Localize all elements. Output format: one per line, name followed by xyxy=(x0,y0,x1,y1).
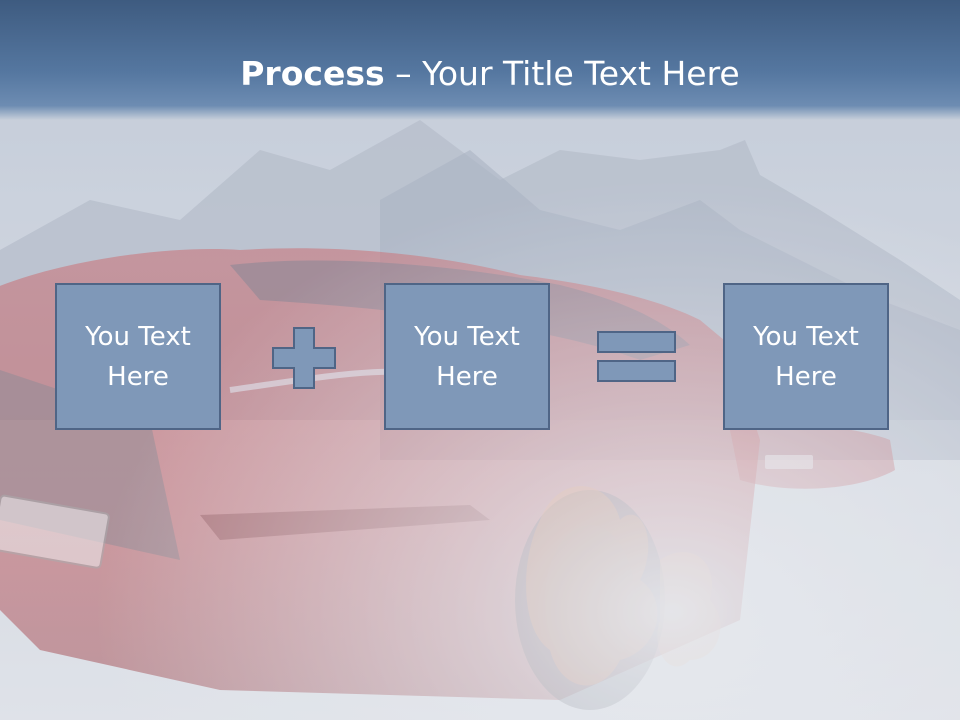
title-bold: Process xyxy=(240,54,385,93)
title-rest: – Your Title Text Here xyxy=(384,54,740,93)
process-box-2-label: You Text Here xyxy=(414,321,520,392)
process-box-1[interactable]: You Text Here xyxy=(55,283,221,430)
process-box-3[interactable]: You Text Here xyxy=(723,283,889,430)
plus-icon xyxy=(272,327,336,389)
equals-icon xyxy=(597,331,676,382)
process-box-3-label: You Text Here xyxy=(753,321,859,392)
header-band xyxy=(0,0,960,120)
process-box-1-label: You Text Here xyxy=(85,321,191,392)
process-box-2[interactable]: You Text Here xyxy=(384,283,550,430)
slide-title: Process – Your Title Text Here xyxy=(0,52,960,96)
